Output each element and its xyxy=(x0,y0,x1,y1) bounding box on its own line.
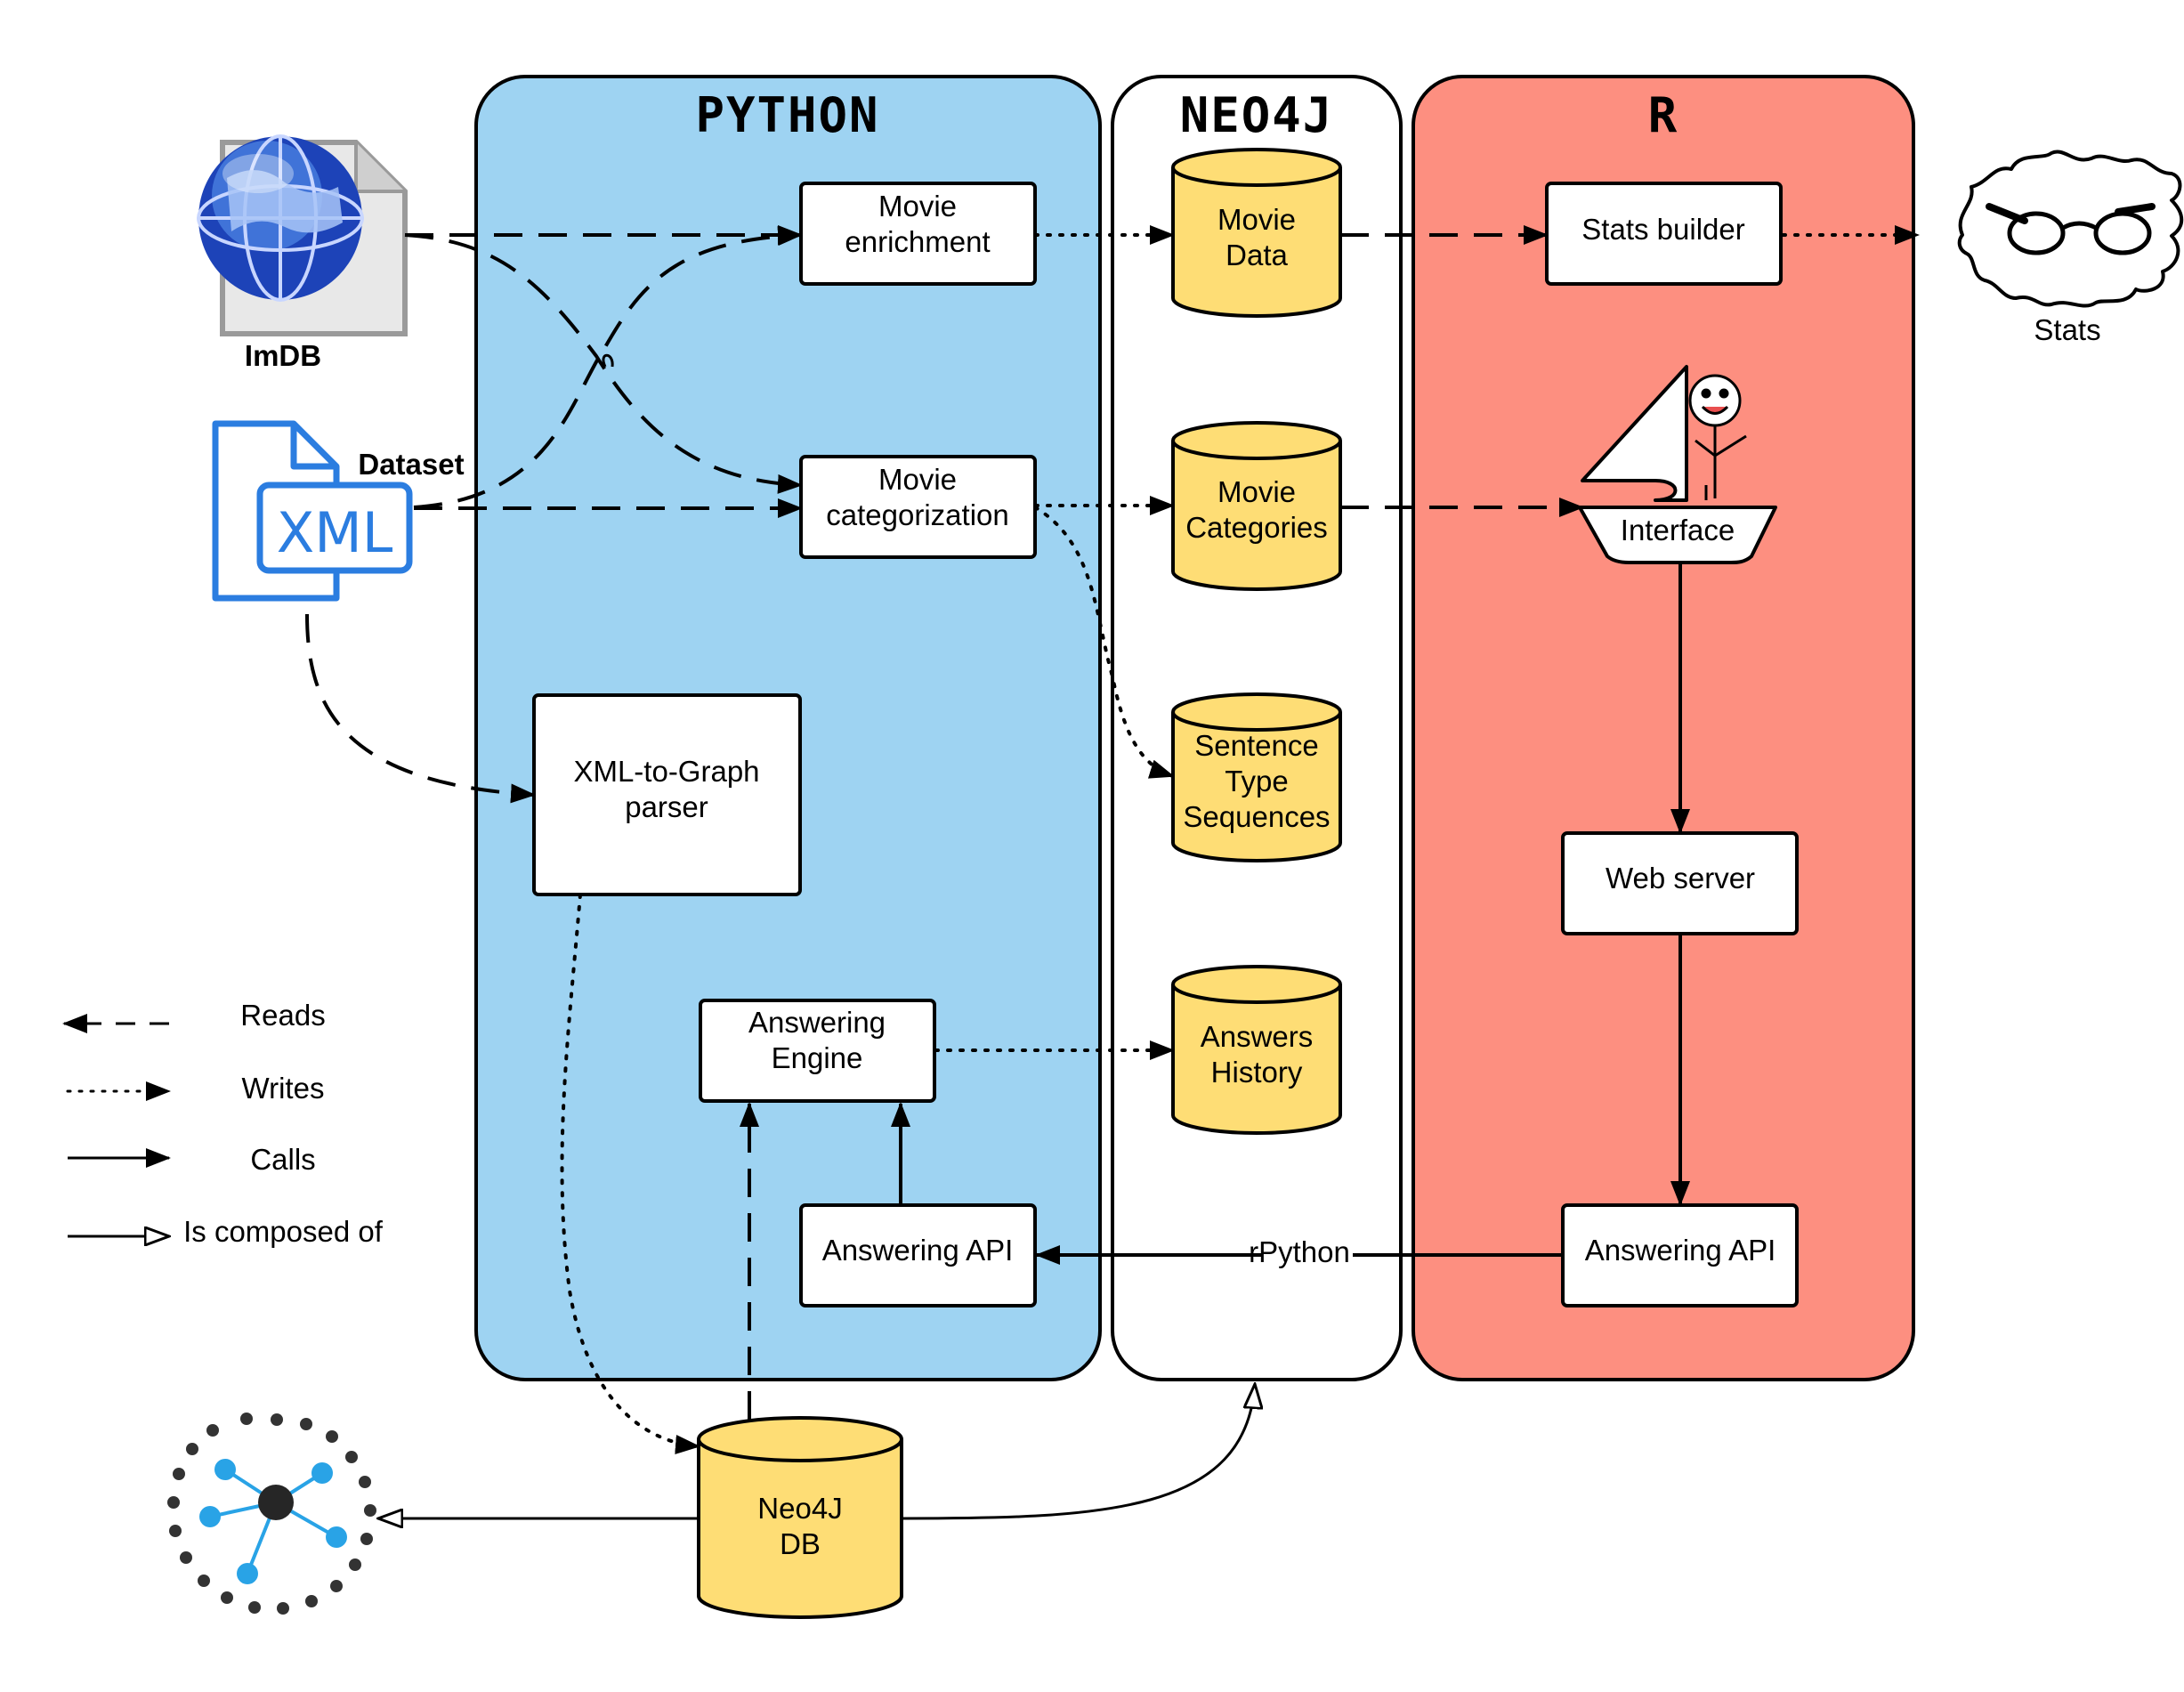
imdb-label: ImDB xyxy=(245,339,321,372)
answers-history-line1: Answers xyxy=(1201,1020,1314,1053)
legend: Reads Writes Calls Is composed of xyxy=(62,999,384,1248)
rpython-label: rPython xyxy=(1249,1235,1350,1268)
legend-reads-label: Reads xyxy=(240,999,325,1032)
movie-data-line2: Data xyxy=(1225,239,1288,271)
xml-file-icon: XML xyxy=(212,420,413,602)
movie-data-cylinder[interactable]: Movie Data xyxy=(1171,148,1342,318)
python-lane-title: PYTHON xyxy=(695,87,879,143)
edge-db-neo4j-lane xyxy=(901,1384,1255,1520)
legend-writes-label: Writes xyxy=(242,1072,325,1105)
movie-categorization-line1: Movie xyxy=(878,463,957,496)
edge-imdb-categorization xyxy=(404,233,803,494)
boat-hull-icon xyxy=(1578,506,1777,564)
xml-to-graph-parser-box[interactable]: XML-to-Graph parser xyxy=(532,693,802,896)
stats-glasses-icon xyxy=(1957,150,2184,308)
write-edges xyxy=(560,225,1920,1454)
sail-icon xyxy=(1581,365,1688,502)
movie-enrichment-line2: enrichment xyxy=(845,225,990,258)
web-server-label: Web server xyxy=(1606,862,1755,895)
neo4j-db-line1: Neo4J xyxy=(757,1492,842,1525)
python-answering-api-box[interactable]: Answering API xyxy=(799,1203,1037,1307)
legend-calls-label: Calls xyxy=(250,1143,315,1176)
movie-categories-cylinder[interactable]: Movie Categories xyxy=(1171,421,1342,591)
movie-categorization-line2: categorization xyxy=(826,498,1008,531)
r-answering-api-label: Answering API xyxy=(1585,1234,1776,1267)
answering-engine-box[interactable]: Answering Engine xyxy=(699,999,936,1103)
edge-categorization-sentences xyxy=(1033,506,1175,779)
edge-crossing-jump xyxy=(602,353,614,368)
legend-writes: Writes xyxy=(66,1072,325,1105)
movie-data-line1: Movie xyxy=(1217,203,1296,236)
web-server-box[interactable]: Web server xyxy=(1561,831,1799,935)
interface-label: Interface xyxy=(1621,514,1735,546)
movie-categories-line1: Movie xyxy=(1217,475,1296,508)
sentence-types-line1: Sentence xyxy=(1194,729,1318,762)
legend-reads: Reads xyxy=(62,999,326,1033)
call-edges xyxy=(891,561,1690,1255)
imdb-globe-icon xyxy=(197,134,408,336)
composition-edges xyxy=(378,1384,1255,1518)
r-lane-title: R xyxy=(1648,87,1679,143)
answering-engine-line1: Answering xyxy=(748,1006,886,1039)
stats-builder-box[interactable]: Stats builder xyxy=(1545,182,1783,286)
dataset-label: Dataset xyxy=(358,448,464,481)
legend-composed: Is composed of xyxy=(68,1215,384,1248)
r-answering-api-box[interactable]: Answering API xyxy=(1561,1203,1799,1307)
parser-line1: XML-to-Graph xyxy=(573,755,759,788)
neo4j-lane-title: NEO4J xyxy=(1180,87,1334,143)
edge-parser-db xyxy=(560,893,700,1454)
neo4j-db-line2: DB xyxy=(780,1527,821,1560)
sentence-type-sequences-cylinder[interactable]: Sentence Type Sequences xyxy=(1171,692,1342,862)
movie-categories-line2: Categories xyxy=(1185,511,1328,544)
sentence-types-line2: Type xyxy=(1225,765,1289,797)
parser-line2: parser xyxy=(625,790,708,823)
interface-boat[interactable]: Interface xyxy=(1578,365,1777,564)
sentence-types-line3: Sequences xyxy=(1183,800,1330,833)
python-answering-api-label: Answering API xyxy=(822,1234,1014,1267)
answering-engine-line2: Engine xyxy=(772,1041,863,1074)
movie-enrichment-line1: Movie xyxy=(878,190,957,223)
legend-calls: Calls xyxy=(68,1143,316,1176)
read-edges xyxy=(305,225,1584,1420)
movie-categorization-box[interactable]: Movie categorization xyxy=(799,455,1037,559)
graph-network-icon xyxy=(167,1413,376,1615)
stick-figure-icon xyxy=(1688,374,1747,500)
xml-badge-text: XML xyxy=(277,500,393,565)
legend-composed-label: Is composed of xyxy=(183,1215,384,1248)
movie-enrichment-box[interactable]: Movie enrichment xyxy=(799,182,1037,286)
answers-history-line2: History xyxy=(1211,1056,1303,1089)
edge-xml-enrichment xyxy=(413,226,803,509)
stats-label: Stats xyxy=(2034,313,2100,346)
answers-history-cylinder[interactable]: Answers History xyxy=(1171,965,1342,1135)
stats-builder-label: Stats builder xyxy=(1581,213,1744,246)
r-lane: R xyxy=(1412,75,1915,1381)
neo4j-db-cylinder[interactable]: Neo4J DB xyxy=(697,1416,903,1619)
